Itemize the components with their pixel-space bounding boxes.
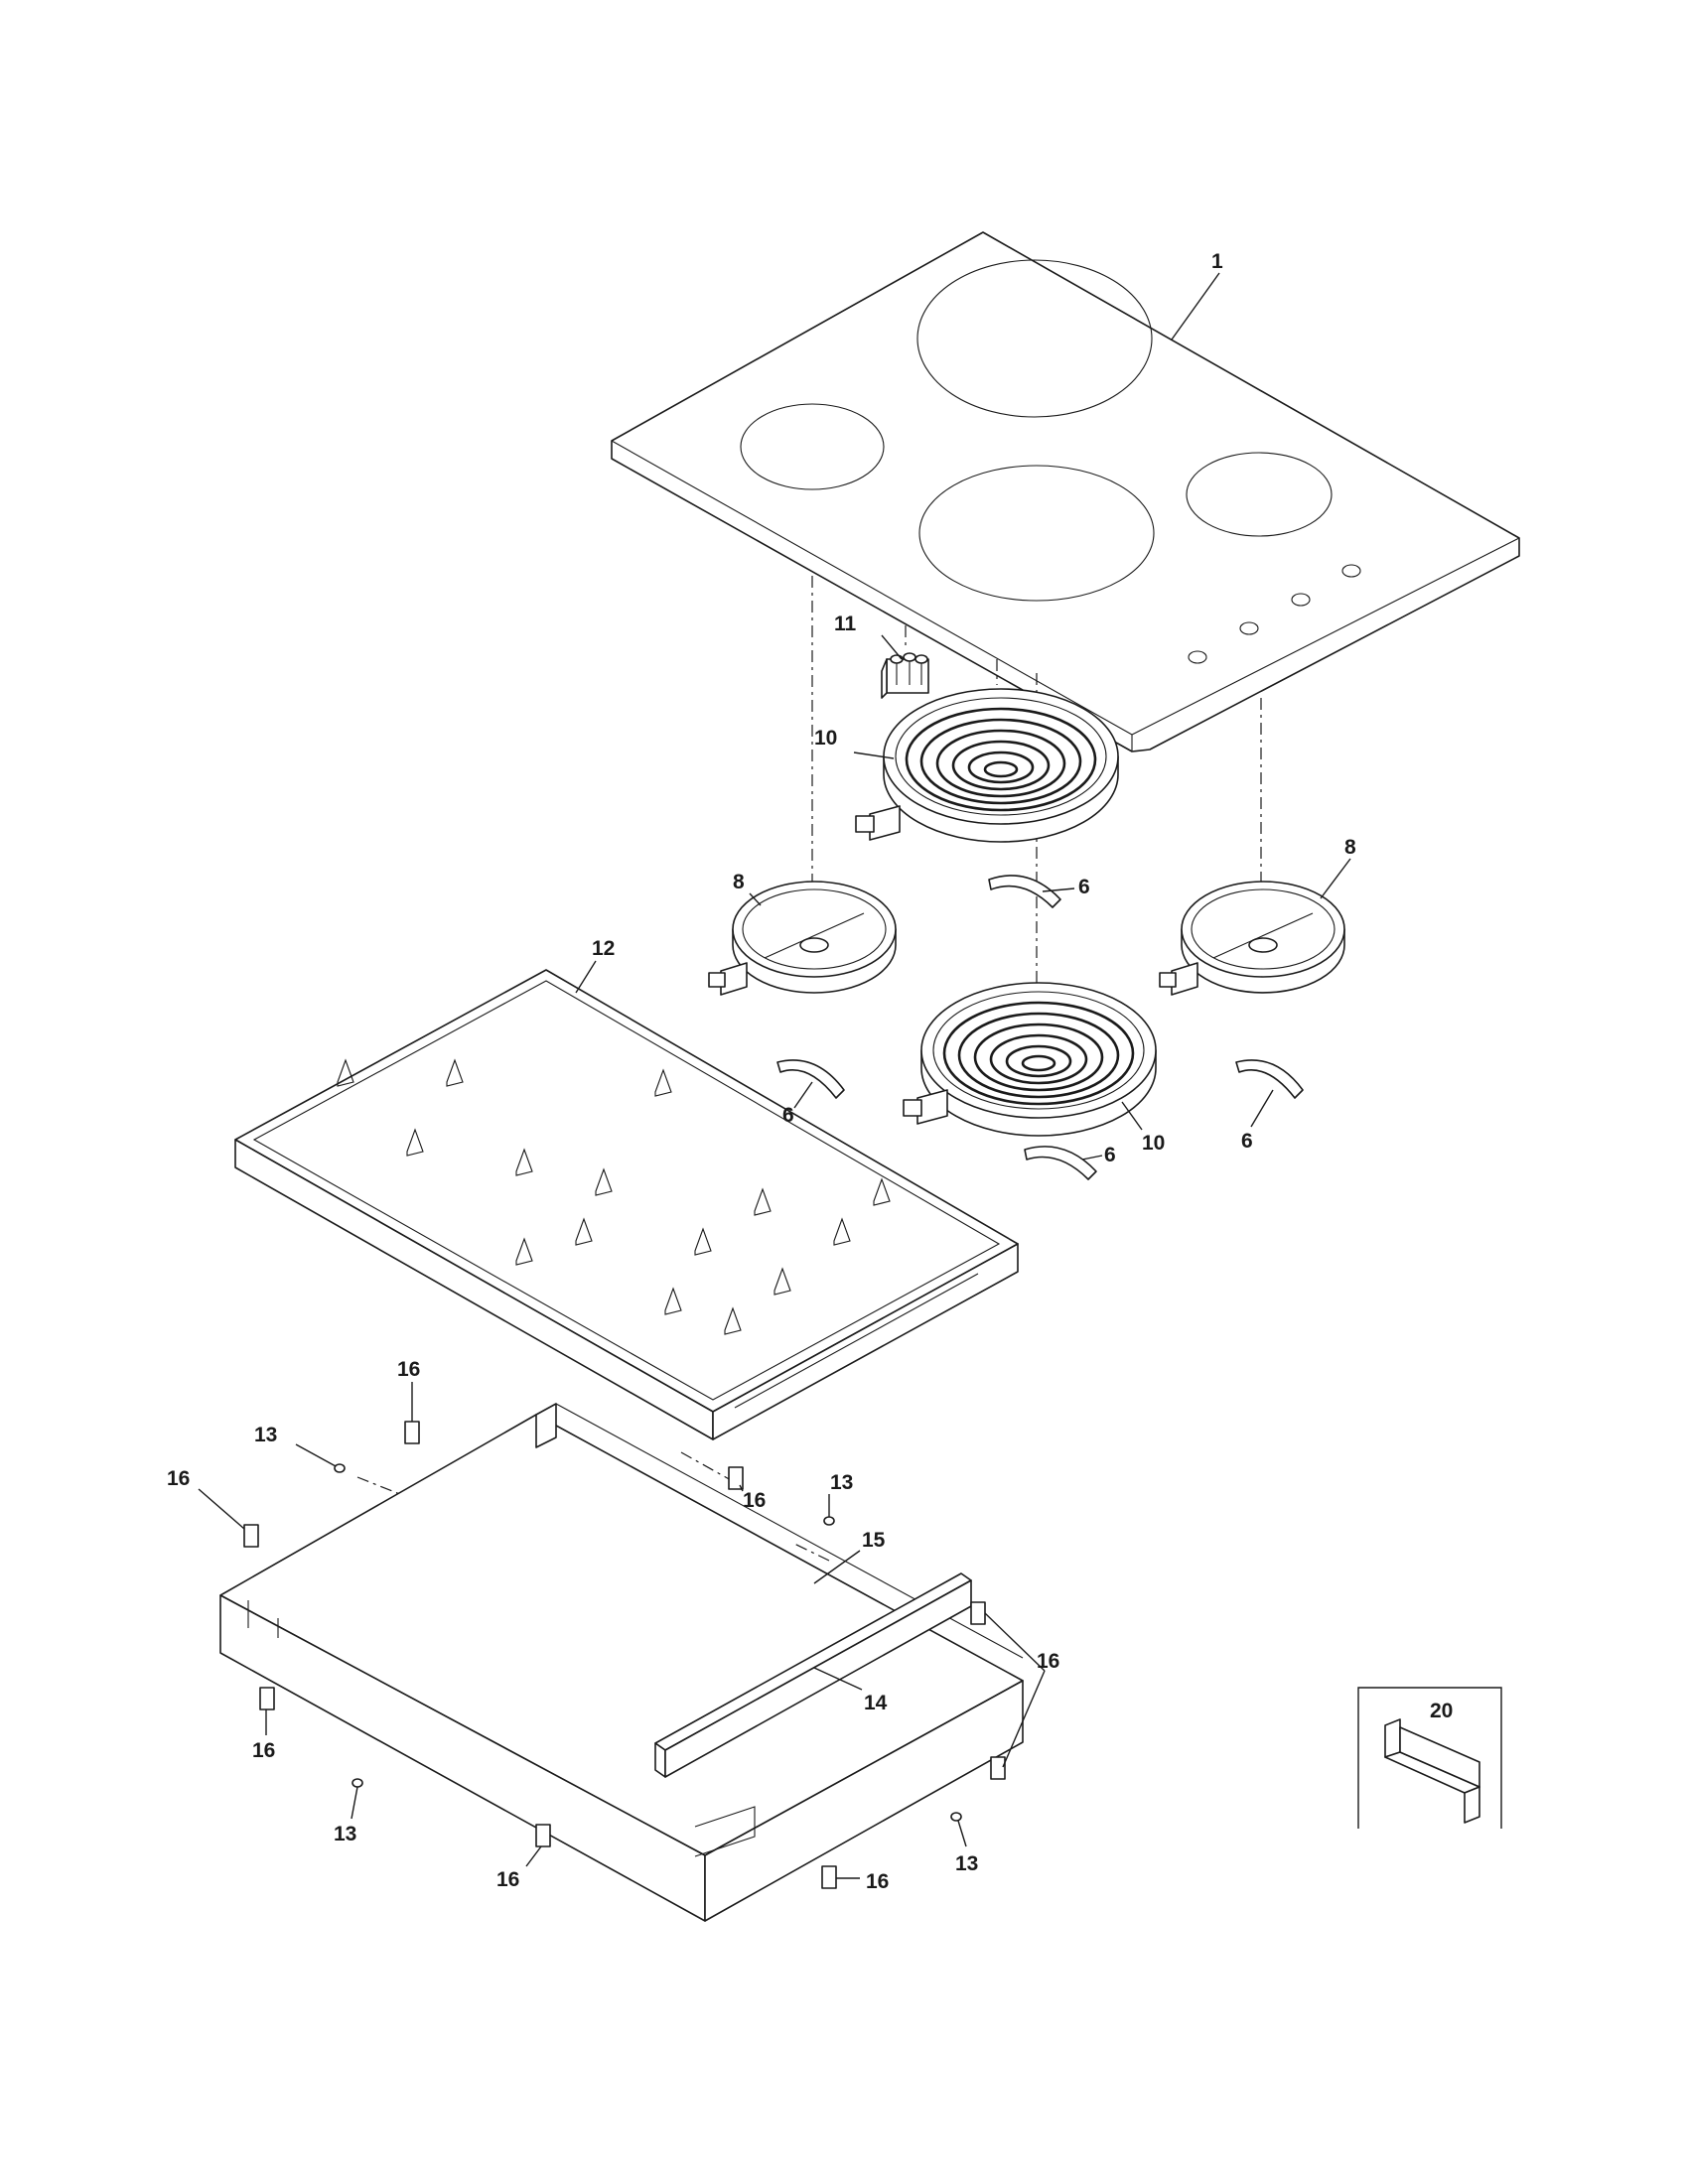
spring-clip-part-16-lower-left[interactable]: [259, 1687, 275, 1710]
callout-13-bottom-left: 13: [334, 1823, 356, 1845]
spring-clip-part-16-top[interactable]: [404, 1421, 420, 1444]
callout-13-top: 13: [254, 1424, 277, 1446]
bracket-part-20[interactable]: [1384, 1718, 1480, 1824]
element-clip-part-6-upper[interactable]: [988, 875, 1061, 908]
glass-cooktop-part-1[interactable]: [611, 231, 1520, 752]
callout-16-bottom-right: 16: [866, 1870, 889, 1893]
callout-8-right: 8: [1344, 836, 1356, 859]
screw-part-13-bottom-left[interactable]: [352, 1778, 363, 1788]
callout-13-right: 13: [830, 1471, 853, 1494]
callout-14: 14: [864, 1692, 888, 1714]
callout-16-left: 16: [167, 1467, 190, 1490]
callout-16-top: 16: [397, 1358, 420, 1381]
callout-6-lower: 6: [1104, 1144, 1116, 1166]
callout-6-upper: 6: [1078, 876, 1090, 898]
callout-15: 15: [862, 1529, 886, 1552]
element-clip-part-6-lower[interactable]: [1024, 1146, 1097, 1180]
burner-box-brackets: [337, 1058, 891, 1335]
spring-clip-part-16-right[interactable]: [970, 1601, 986, 1625]
radiant-element-small-left-part-8[interactable]: [708, 881, 897, 996]
radiant-element-small-right-part-8[interactable]: [1159, 881, 1345, 996]
callout-16-bottom-left: 16: [496, 1868, 519, 1891]
callout-11: 11: [834, 613, 857, 635]
callout-10-lower: 10: [1142, 1132, 1165, 1155]
inset-box-part-20: [1357, 1687, 1502, 1829]
spring-clip-part-16-bottom-right[interactable]: [821, 1865, 837, 1889]
callout-1: 1: [1211, 250, 1223, 273]
callout-6-left: 6: [782, 1104, 794, 1127]
spring-clip-part-16-lower-right[interactable]: [990, 1756, 1006, 1780]
spring-clip-part-16-bottom-left[interactable]: [535, 1824, 551, 1847]
screw-part-13-right[interactable]: [823, 1516, 835, 1526]
chassis-frame-part-15[interactable]: [219, 1403, 1024, 1922]
callout-16-lower-left: 16: [252, 1739, 275, 1762]
callout-16-top-right: 16: [743, 1489, 766, 1512]
element-clip-part-6-left[interactable]: [776, 1059, 845, 1099]
screw-part-13-top[interactable]: [334, 1463, 346, 1473]
element-clip-part-6-right[interactable]: [1235, 1059, 1304, 1099]
callout-numbers: 1 11 10 8 8 12 6 6 10 6 6 16 13 16 16 13…: [167, 250, 1453, 1893]
callout-10-upper: 10: [814, 727, 837, 750]
spring-clip-part-16-top-right[interactable]: [728, 1466, 744, 1490]
callout-6-right: 6: [1241, 1130, 1253, 1153]
callout-8-left: 8: [733, 871, 745, 893]
leader-lines: [198, 272, 1351, 1879]
terminal-block-part-11[interactable]: [881, 652, 929, 699]
burner-box-part-12[interactable]: [234, 969, 1019, 1440]
screw-part-13-bottom-right[interactable]: [950, 1812, 962, 1822]
callout-20: 20: [1430, 1700, 1453, 1722]
callout-12: 12: [592, 937, 615, 960]
spring-clip-part-16-left[interactable]: [243, 1524, 259, 1548]
radiant-element-large-lower-part-10[interactable]: [903, 982, 1157, 1137]
callout-16-right: 16: [1037, 1650, 1059, 1673]
callout-13-bottom-right: 13: [955, 1852, 978, 1875]
radiant-element-large-upper-part-10[interactable]: [855, 688, 1119, 843]
